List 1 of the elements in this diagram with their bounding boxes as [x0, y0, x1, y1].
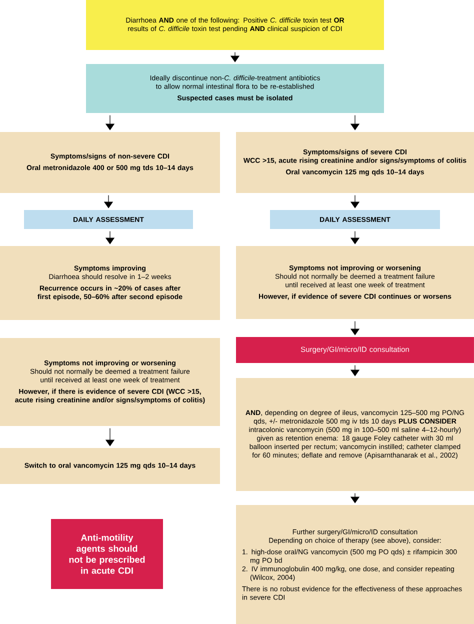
- warning-box: Anti-motility agents should not be prescribed in acute CDI: [51, 519, 163, 589]
